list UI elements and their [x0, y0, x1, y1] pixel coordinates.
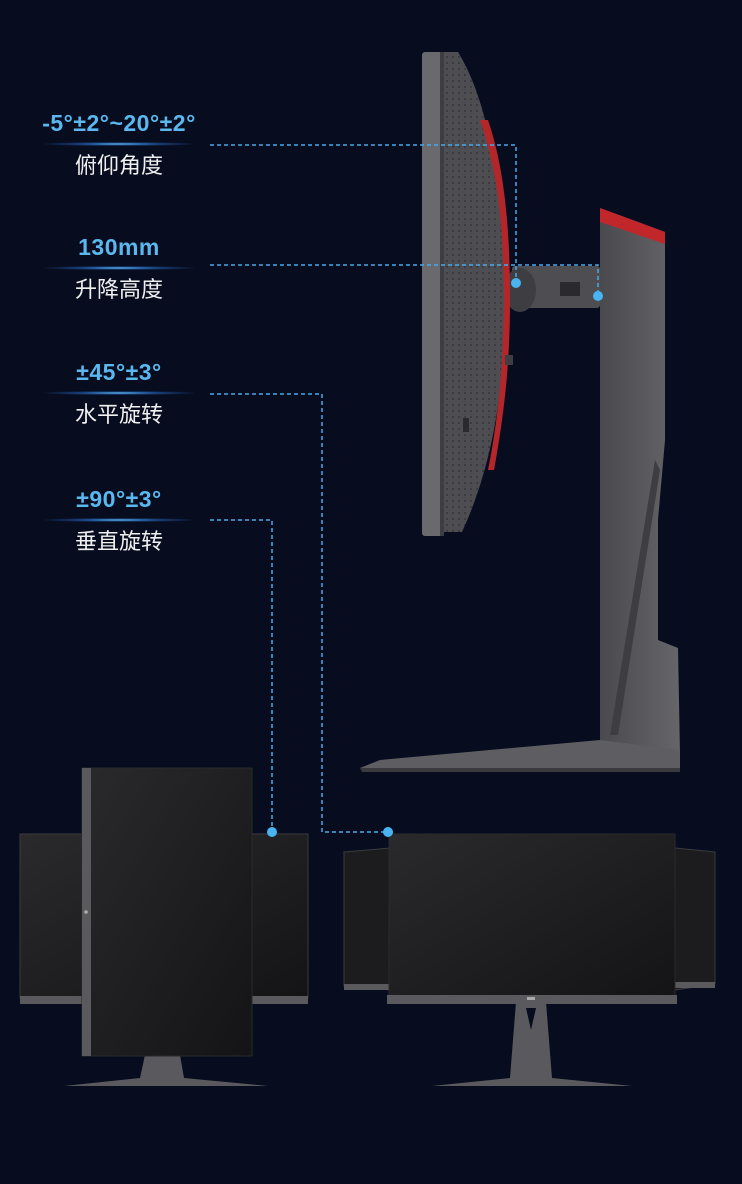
spec-swivel-value: ±45°±3°: [76, 359, 162, 385]
guide-lines: [210, 144, 599, 833]
red-trim: [600, 208, 665, 244]
spec-pivot-label: 垂直旋转: [74, 530, 163, 555]
glow-underline: [44, 142, 194, 146]
guide-line-height: [210, 264, 599, 296]
guide-dots: [267, 278, 603, 837]
swivel-view-monitor: [343, 833, 716, 1086]
glow-underline: [44, 391, 194, 395]
glow-underline: [44, 266, 194, 270]
spec-tilt: -5°±2°~20°±2° 俯仰角度: [4, 108, 234, 182]
spec-tilt-label: 俯仰角度: [74, 154, 163, 179]
guide-line-tilt: [210, 144, 517, 283]
guide-line-swivel: [210, 393, 388, 833]
spec-swivel: ±45°±3° 水平旋转: [4, 357, 234, 431]
spec-height: 130mm 升降高度: [4, 232, 234, 306]
spec-swivel-label: 水平旋转: [74, 403, 163, 428]
glow-underline: [44, 518, 194, 522]
spec-tilt-value: -5°±2°~20°±2°: [42, 110, 196, 136]
guide-line-pivot: [210, 519, 273, 832]
spec-pivot-value: ±90°±3°: [76, 486, 162, 512]
spec-pivot: ±90°±3° 垂直旋转: [4, 484, 234, 558]
spec-height-value: 130mm: [78, 234, 160, 260]
side-view-monitor: [360, 52, 680, 772]
spec-height-label: 升降高度: [74, 278, 163, 303]
pivot-view-monitor: [19, 767, 309, 1086]
